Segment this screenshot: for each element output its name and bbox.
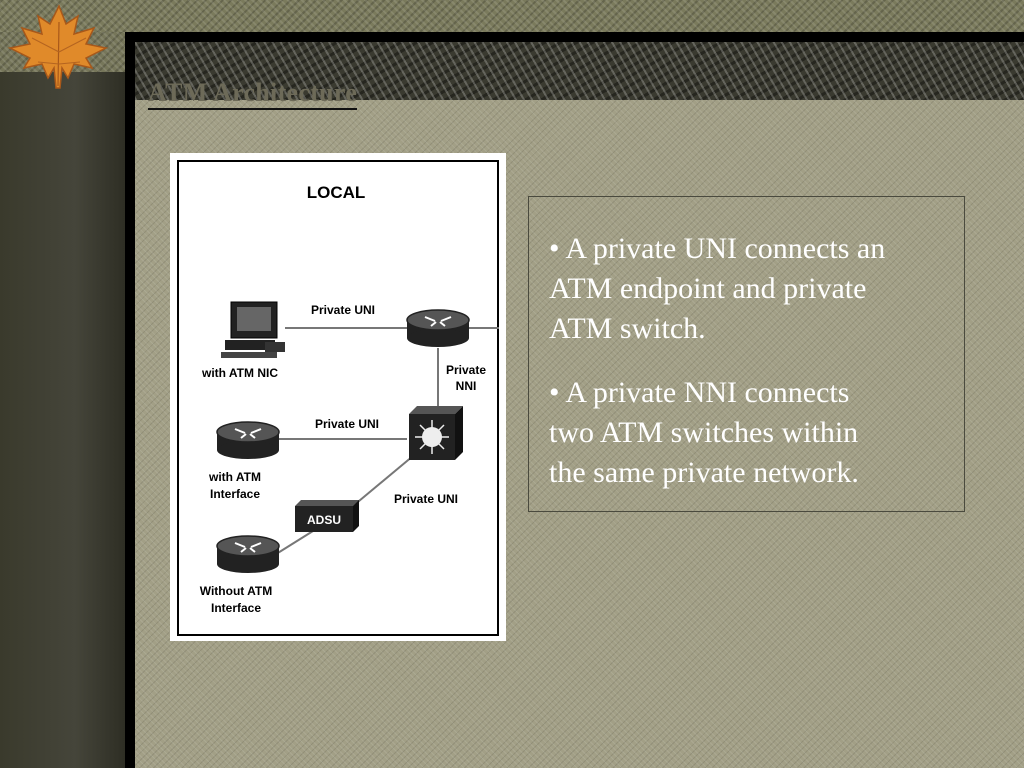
- router-icon: [406, 309, 470, 347]
- router-icon: [216, 421, 280, 459]
- adsu-device: ADSU: [295, 500, 359, 532]
- header-border: [125, 32, 1024, 42]
- with-atm-nic-label: with ATM NIC: [201, 366, 278, 380]
- bullet-private-uni: • A private UNI connects an ATM endpoint…: [549, 229, 949, 349]
- bullet-line: • A private NNI connects: [549, 376, 850, 409]
- bullet-line: ATM endpoint and private: [549, 272, 867, 305]
- bullet-private-nni: • A private NNI connects two ATM switche…: [549, 373, 949, 493]
- atm-diagram: ADSU LOCAL Private UNI Private NNI Priva…: [170, 153, 506, 641]
- bullet-line: two ATM switches within: [549, 416, 859, 449]
- diagram-canvas: ADSU LOCAL Private UNI Private NNI Priva…: [200, 183, 499, 615]
- bullet-text-box: • A private UNI connects an ATM endpoint…: [528, 196, 965, 512]
- private-uni-bottom-label: Private UNI: [394, 492, 458, 506]
- adsu-label: ADSU: [307, 513, 341, 527]
- bullet-line: • A private UNI connects an: [549, 232, 886, 265]
- top-texture-band: [0, 0, 1024, 32]
- router-icon: [216, 535, 280, 573]
- left-decorative-strip: [0, 32, 125, 768]
- without-atm-label-line2: Interface: [211, 601, 261, 615]
- without-atm-label-line1: Without ATM: [200, 584, 273, 598]
- slide-title: ATM Architecture: [148, 78, 358, 110]
- maple-leaf-icon: [7, 4, 109, 89]
- left-divider: [125, 32, 135, 768]
- diagram-heading: LOCAL: [307, 183, 366, 202]
- bullet-line: ATM switch.: [549, 312, 706, 345]
- header-texture-band: [135, 42, 1024, 100]
- with-atm-interface-label-line2: Interface: [210, 487, 260, 501]
- private-uni-top-label: Private UNI: [311, 303, 375, 317]
- private-uni-bottom-line: [352, 455, 414, 507]
- atm-switch-icon: [409, 406, 463, 460]
- private-nni-label-line2: NNI: [456, 379, 477, 393]
- with-atm-interface-label-line1: with ATM: [208, 470, 261, 484]
- bullet-line: the same private network.: [549, 456, 859, 489]
- adsu-link-line: [272, 530, 314, 557]
- private-nni-label-line1: Private: [446, 363, 486, 377]
- workstation-icon: [221, 301, 285, 358]
- private-uni-middle-label: Private UNI: [315, 417, 379, 431]
